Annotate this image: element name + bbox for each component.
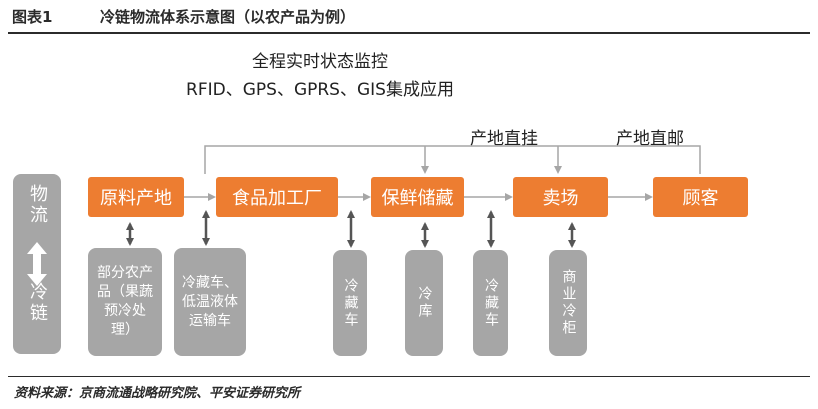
source-divider	[8, 376, 810, 377]
node-customer: 顾客	[653, 177, 748, 217]
cold-chain-logistics-label: 物流 冷链	[13, 174, 61, 354]
figure-label: 图表1	[12, 8, 53, 26]
monitor-line-1: 全程实时状态监控	[252, 52, 388, 72]
source-note: 资料来源：京商流通战略研究院、平安证券研究所	[14, 386, 301, 401]
side-label-bottom: 冷链	[27, 282, 48, 324]
node-origin: 原料产地	[88, 177, 184, 217]
node-processing-plant: 食品加工厂	[216, 177, 338, 217]
cold-item-reefer-truck-tanker: 冷藏车、低温液体运输车	[174, 248, 246, 356]
cold-item-reefer-truck-1: 冷藏车	[333, 250, 367, 356]
cold-item-precool: 部分农产品（果蔬预冷处理）	[88, 248, 162, 356]
node-market: 卖场	[513, 177, 608, 217]
origin-direct-mail-label: 产地直邮	[616, 129, 684, 149]
cold-item-reefer-truck-2: 冷藏车	[473, 250, 508, 356]
figure-title: 冷链物流体系示意图（以农产品为例）	[100, 8, 356, 26]
side-label-top: 物流	[27, 184, 48, 226]
cold-item-cold-storage: 冷库	[405, 250, 443, 356]
double-arrow-icon	[27, 242, 47, 286]
node-storage: 保鲜储藏	[371, 177, 464, 217]
figure-header: 图表1 冷链物流体系示意图（以农产品为例）	[8, 0, 810, 34]
monitor-bracket	[204, 145, 701, 174]
cold-item-commercial-freezer: 商业冷柜	[549, 250, 587, 356]
monitor-line-2: RFID、GPS、GPRS、GIS集成应用	[186, 80, 454, 100]
origin-direct-label: 产地直挂	[470, 129, 538, 149]
link-arrows	[126, 210, 576, 248]
